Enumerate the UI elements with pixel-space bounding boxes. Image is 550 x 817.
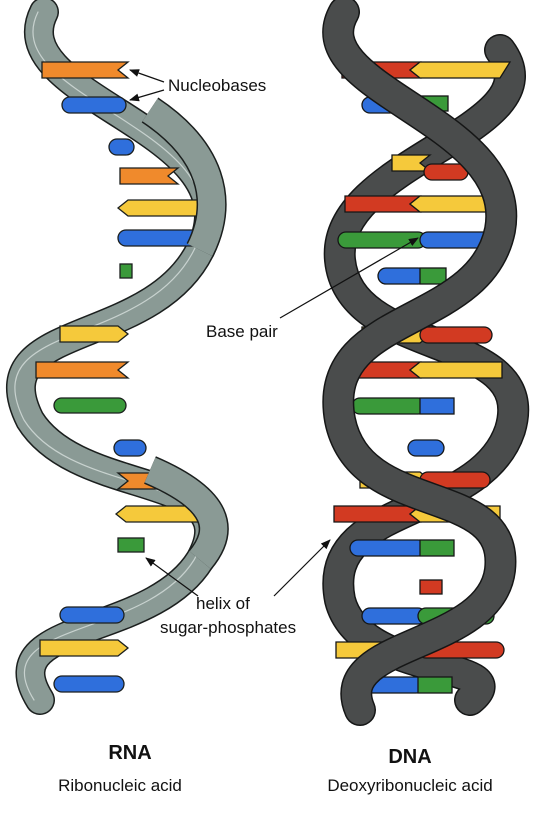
rna-base: [53, 397, 127, 414]
dna-base-pair: [337, 231, 499, 249]
rna-backbone-edge: [14, 11, 204, 701]
nucleobases-label: Nucleobases: [168, 76, 267, 95]
dna-base-pair: [407, 439, 445, 457]
arrow-helix-rna: [145, 557, 199, 597]
rna-backbone-front-fill: [142, 98, 226, 257]
arrow-nucleobase-orange: [129, 69, 165, 83]
dna-title: DNA: [388, 746, 432, 768]
rna-base: [59, 606, 125, 624]
dna-base-pair: [349, 539, 455, 557]
rna-backbone-fill: [7, 0, 223, 714]
rna-base: [119, 263, 133, 279]
rna-base: [113, 439, 147, 457]
rna-base: [119, 167, 180, 185]
dna-backbone-front-fill: [323, 0, 516, 725]
rna-base: [108, 138, 135, 156]
dna-base-pair: [344, 195, 503, 213]
dna-base-pair: [391, 154, 469, 181]
rna-backbone-front2-fill: [144, 457, 228, 569]
helix-label-line1: helix of: [196, 594, 250, 613]
rna-subtitle: Ribonucleic acid: [58, 776, 182, 795]
dna-subtitle: Deoxyribonucleic acid: [327, 776, 493, 795]
rna-base: [116, 199, 203, 217]
rna-base: [53, 675, 125, 693]
rna-base: [117, 537, 145, 553]
rna-base: [39, 639, 130, 657]
base-pair-label: Base pair: [206, 322, 278, 341]
arrow-base-pair: [279, 237, 419, 319]
rna-base: [114, 505, 199, 523]
rna-base: [59, 325, 130, 343]
rna-base: [35, 361, 130, 379]
rna-base: [61, 96, 127, 114]
dna-base-pair: [419, 579, 443, 595]
arrow-helix-dna: [273, 539, 331, 597]
rna-strand: [6, 0, 229, 715]
helix-label-line2: sugar-phosphates: [160, 618, 297, 637]
dna-strand: [322, 0, 529, 726]
dna-base-pair: [351, 397, 455, 415]
rna-title: RNA: [108, 742, 152, 764]
rna-base: [41, 61, 130, 79]
annotations: [129, 69, 419, 597]
dna-base-pair: [377, 267, 447, 285]
arrow-nucleobase-blue: [129, 89, 165, 102]
